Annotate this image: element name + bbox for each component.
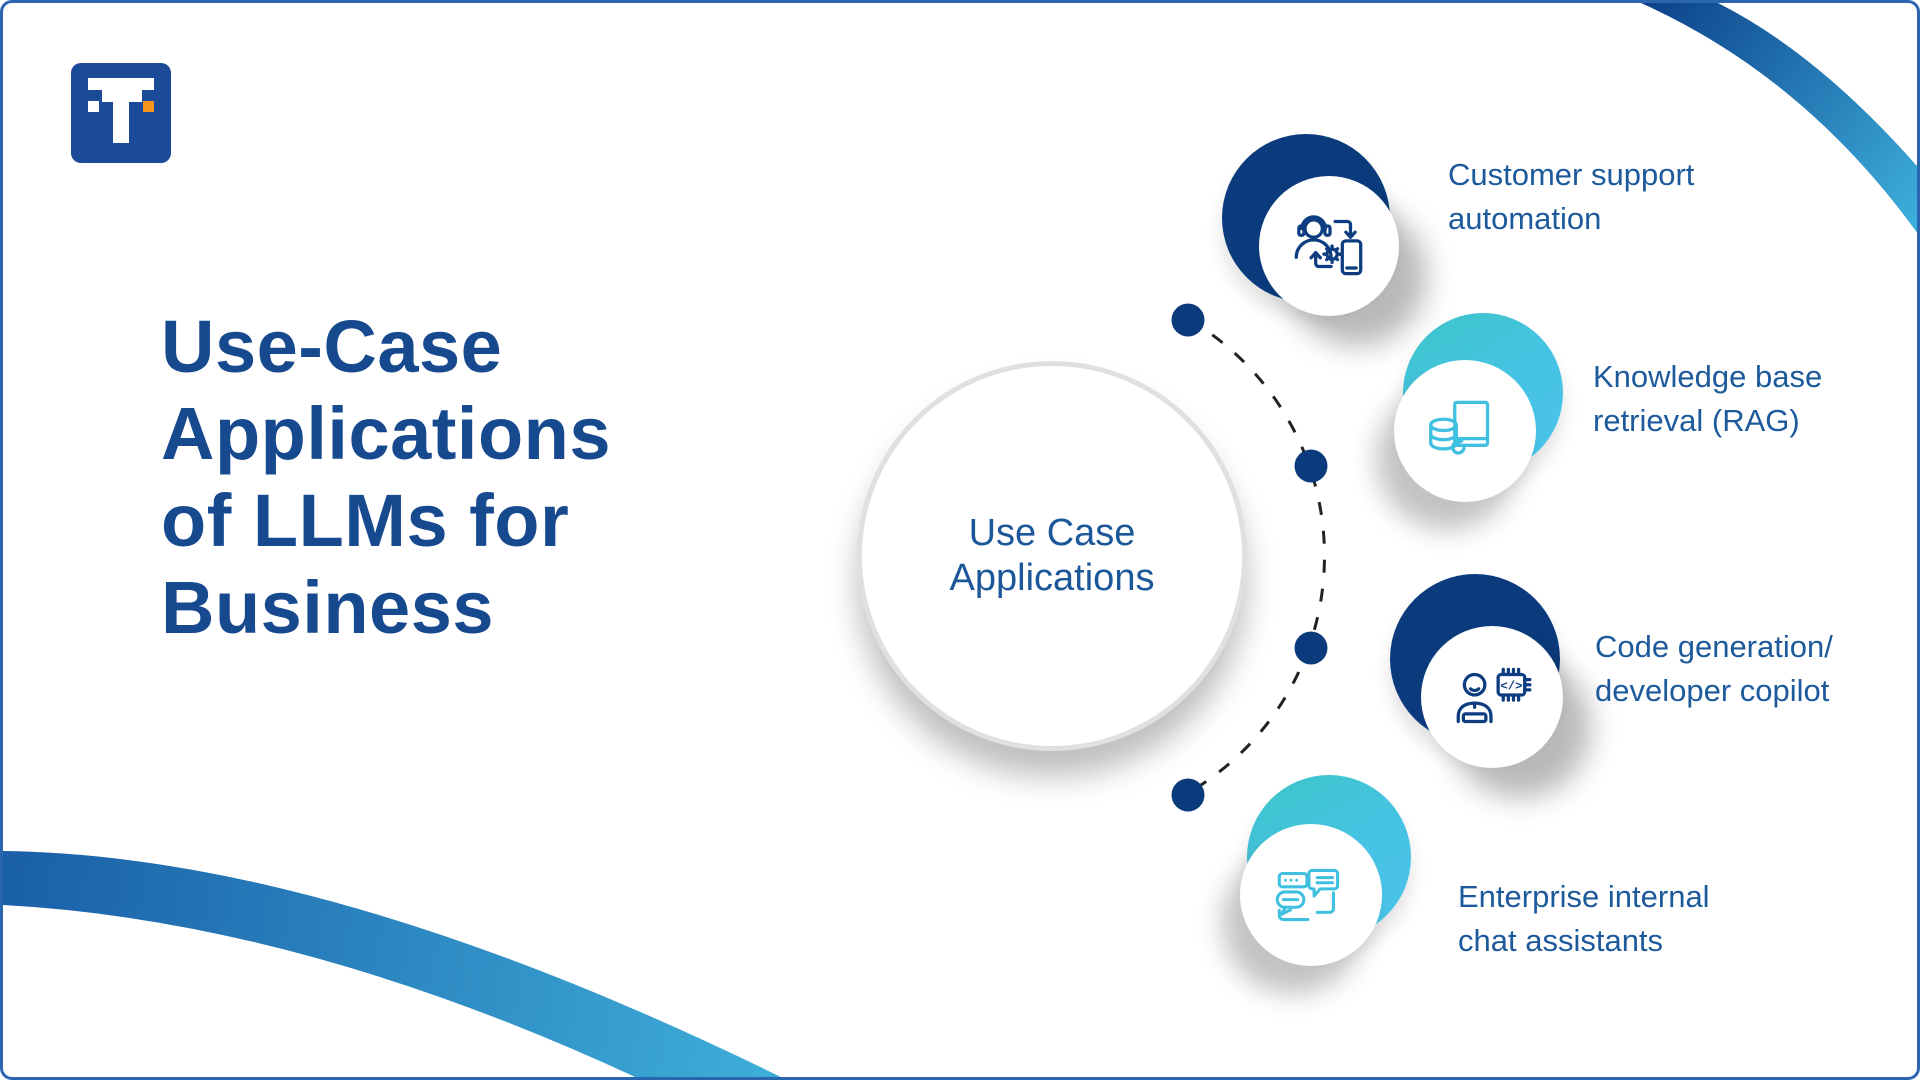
logo-t-stem <box>113 90 129 143</box>
satellite-label-customer-support: Customer support automation <box>1448 153 1694 241</box>
page-title: Use-Case Applications of LLMs for Busine… <box>161 303 611 651</box>
central-node: Use Case Applications <box>857 361 1247 751</box>
logo-white-square <box>88 101 99 112</box>
connector-dot <box>1171 778 1205 812</box>
title-line-1: Use-Case <box>161 305 503 388</box>
title-line-4: Business <box>161 566 495 649</box>
chat-bubbles-icon <box>1275 868 1340 922</box>
label-line2: developer copilot <box>1595 673 1830 708</box>
label-line1: Code generation/ <box>1595 629 1833 664</box>
svg-text:</>: </> <box>1500 679 1522 693</box>
satellite-label-enterprise-chat: Enterprise internal chat assistants <box>1458 875 1710 963</box>
title-line-3: of LLMs for <box>161 479 570 562</box>
logo-orange-square <box>143 101 154 112</box>
label-line2: chat assistants <box>1458 923 1664 958</box>
central-label-line1: Use Case <box>968 512 1136 554</box>
label-line1: Enterprise internal <box>1458 879 1710 914</box>
brand-logo <box>71 63 171 163</box>
connector-dot <box>1171 303 1205 337</box>
satellite-icon-circle-knowledge-base <box>1394 360 1536 502</box>
satellite-label-knowledge-base: Knowledge base retrieval (RAG) <box>1593 355 1822 443</box>
connector-dot <box>1294 449 1328 483</box>
label-line1: Customer support <box>1448 157 1695 192</box>
central-node-label: Use Case Applications <box>950 511 1155 601</box>
satellite-icon-circle-customer-support <box>1259 176 1399 316</box>
connector-dot <box>1294 631 1328 665</box>
support-agent-phone-icon <box>1294 215 1363 276</box>
logo-t-bar <box>88 78 154 90</box>
developer-chip-icon: </> <box>1456 667 1532 724</box>
satellite-icon-circle-enterprise-chat <box>1240 824 1382 966</box>
satellite-label-code-generation: Code generation/ developer copilot <box>1595 625 1833 713</box>
label-line2: retrieval (RAG) <box>1593 403 1800 438</box>
satellite-icon-circle-code-generation: </> <box>1421 626 1563 768</box>
title-line-2: Applications <box>161 392 612 475</box>
database-book-icon <box>1429 400 1490 455</box>
label-line1: Knowledge base <box>1593 359 1823 394</box>
central-label-line2: Applications <box>949 557 1155 599</box>
label-line2: automation <box>1448 201 1602 236</box>
